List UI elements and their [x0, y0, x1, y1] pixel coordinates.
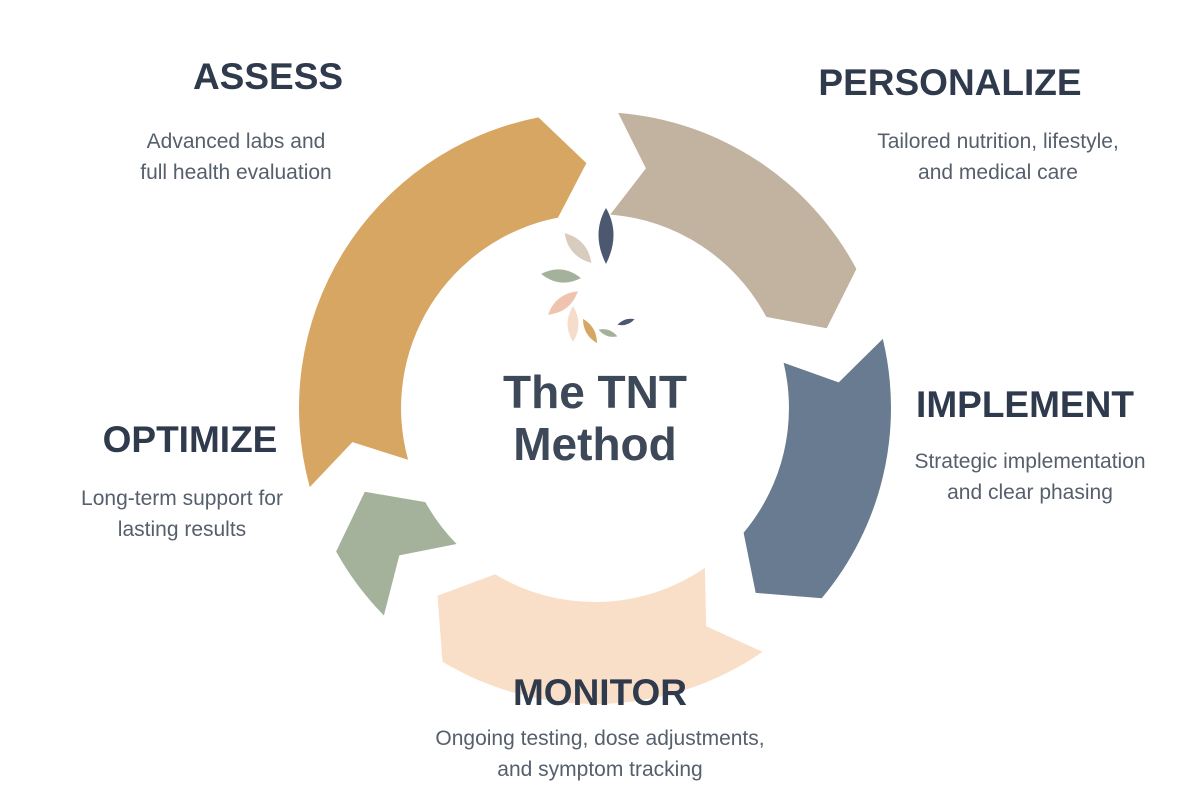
- segment-monitor: [437, 567, 763, 704]
- monitor-desc-line1: Ongoing testing, dose adjustments,: [435, 727, 765, 750]
- leaf-navy-top: [598, 208, 614, 264]
- leaf-sage-small: [598, 329, 618, 337]
- leaf-burst-icon: [541, 208, 635, 344]
- leaf-peach: [548, 291, 578, 315]
- leaf-gold: [583, 318, 597, 344]
- personalize-title: PERSONALIZE: [818, 62, 1082, 103]
- optimize-desc-line1: Long-term support for: [81, 487, 283, 510]
- implement-desc-line2: and clear phasing: [947, 481, 1113, 504]
- leaf-navy-small: [617, 318, 635, 326]
- implement-desc-line1: Strategic implementation: [914, 450, 1146, 473]
- center-title-line2: Method: [513, 418, 677, 470]
- assess-desc-line1: Advanced labs and: [146, 130, 326, 153]
- implement-title: IMPLEMENT: [916, 384, 1134, 425]
- optimize-title: OPTIMIZE: [102, 419, 278, 460]
- personalize-desc-line2: and medical care: [918, 161, 1078, 184]
- segment-personalize: [610, 112, 857, 329]
- assess-desc-line2: full health evaluation: [140, 161, 332, 184]
- personalize-description: Tailored nutrition, lifestyle, and medic…: [843, 126, 1153, 188]
- center-title-line1: The TNT: [503, 366, 687, 418]
- monitor-description: Ongoing testing, dose adjustments, and s…: [400, 723, 800, 785]
- monitor-desc-line2: and symptom tracking: [497, 758, 703, 781]
- optimize-desc-line2: lasting results: [117, 518, 247, 541]
- leaf-sage: [541, 269, 581, 283]
- personalize-desc-line1: Tailored nutrition, lifestyle,: [877, 130, 1119, 153]
- assess-description: Advanced labs and full health evaluation: [106, 126, 366, 188]
- monitor-title: MONITOR: [512, 672, 688, 713]
- assess-title: ASSESS: [192, 56, 344, 97]
- segment-implement: [743, 338, 891, 599]
- implement-description: Strategic implementation and clear phasi…: [885, 446, 1175, 508]
- leaf-taupe: [564, 233, 592, 263]
- segment-optimize: [336, 491, 457, 616]
- center-title: The TNT Method: [445, 366, 745, 470]
- leaf-blush: [567, 306, 579, 342]
- optimize-description: Long-term support for lasting results: [52, 483, 312, 545]
- segment-assess: [299, 117, 587, 488]
